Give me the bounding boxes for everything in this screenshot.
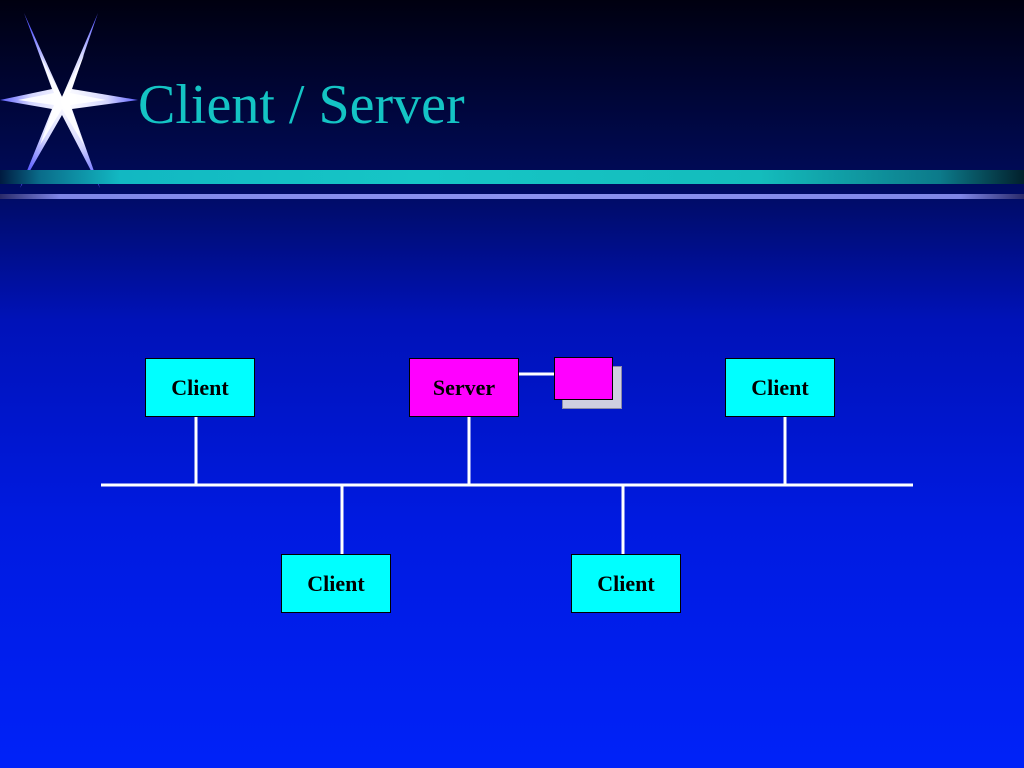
title-divider-blue <box>0 194 1024 199</box>
page-title: Client / Server <box>138 74 465 136</box>
title-divider-teal <box>0 170 1024 184</box>
client-node-4: Client <box>571 554 681 613</box>
server-storage-box <box>554 357 613 400</box>
server-node: Server <box>409 358 519 417</box>
client-node-3: Client <box>281 554 391 613</box>
client-node-2: Client <box>725 358 835 417</box>
starburst-logo-icon <box>0 13 138 188</box>
client-node-1: Client <box>145 358 255 417</box>
